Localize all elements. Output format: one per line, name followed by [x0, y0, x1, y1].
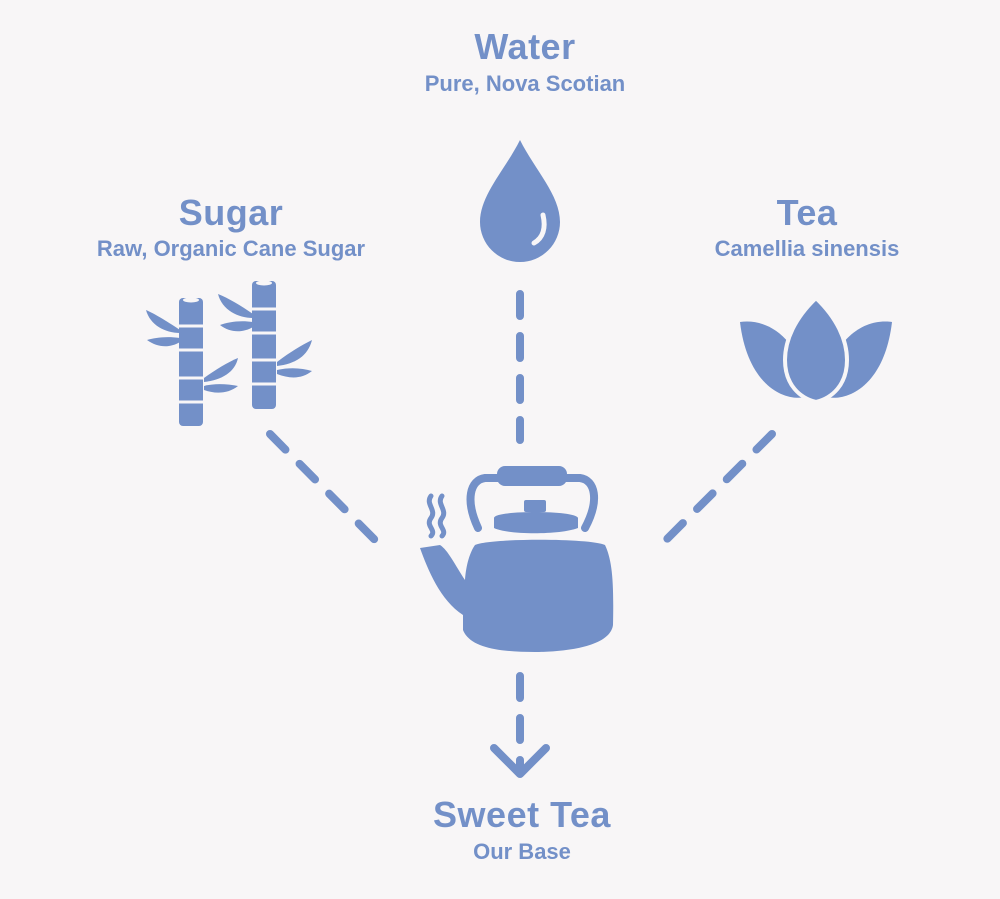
kettle-icon	[420, 466, 614, 652]
connector-sugar	[266, 430, 382, 547]
water-title: Water	[474, 26, 576, 67]
arrow-down-icon	[490, 744, 550, 778]
result-title: Sweet Tea	[433, 794, 611, 835]
water-subtitle: Pure, Nova Scotian	[424, 71, 626, 96]
tea-title: Tea	[776, 192, 838, 233]
sugar-title: Sugar	[178, 192, 284, 233]
result-subtitle: Our Base	[473, 839, 571, 864]
tea-subtitle: Camellia sinensis	[714, 236, 900, 261]
sugar-cane-icon	[146, 280, 312, 426]
connector-tea	[659, 430, 776, 547]
water-drop-icon	[480, 140, 560, 262]
tea-leaf-lotus-icon	[740, 295, 892, 405]
sugar-subtitle: Raw, Organic Cane Sugar	[96, 236, 366, 261]
